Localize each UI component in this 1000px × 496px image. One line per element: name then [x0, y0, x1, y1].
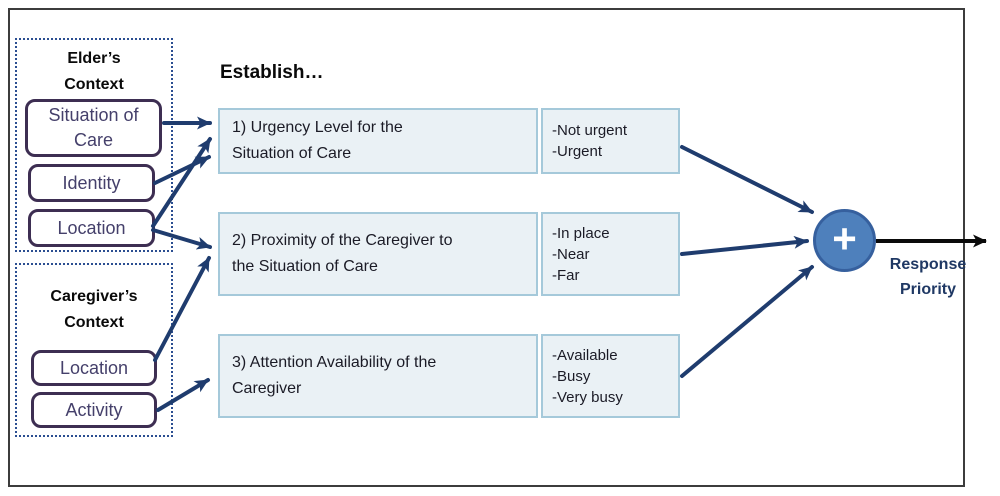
context-item-elder-location: Location	[28, 209, 155, 247]
option-urgent: -Urgent	[552, 143, 603, 160]
option-very-busy: -Very busy	[552, 388, 623, 406]
context-item-caregiver-location: Location	[31, 350, 157, 386]
context-item-identity: Identity	[28, 164, 155, 202]
option-near: -Near	[552, 245, 590, 263]
elder-panel-title: Elder’s Context	[15, 46, 173, 98]
factor-proximity-label-line2: the Situation of Care	[232, 258, 378, 275]
factor-attention-label-line2: Caregiver	[232, 380, 302, 397]
factor-proximity-options-box: -In place -Near -Far	[541, 212, 680, 296]
plus-symbol: +	[832, 214, 857, 262]
factor-urgency-label-line2: Situation of Care	[232, 145, 352, 162]
factor-attention-options-box: -Available -Busy -Very busy	[541, 334, 680, 418]
factor-urgency-options-box: -Not urgent -Urgent	[541, 108, 680, 174]
option-busy: -Busy	[552, 367, 591, 385]
context-item-activity: Activity	[31, 392, 157, 428]
establish-heading: Establish…	[220, 62, 324, 83]
option-in-place: -In place	[552, 224, 610, 242]
caregiver-panel-title: Caregiver’s Context	[15, 284, 173, 336]
factor-attention-box: 3) Attention Availability of the Caregiv…	[218, 334, 538, 418]
elder-title-line1: Elder’s	[67, 50, 121, 67]
factor-urgency-box: 1) Urgency Level for the Situation of Ca…	[218, 108, 538, 174]
elder-title-line2: Context	[64, 76, 124, 93]
factor-attention-label-line1: 3) Attention Availability of the	[232, 354, 437, 371]
factor-proximity-box: 2) Proximity of the Caregiver to the Sit…	[218, 212, 538, 296]
factor-urgency-label-line1: 1) Urgency Level for the	[232, 119, 403, 136]
caregiver-title-line1: Caregiver’s	[50, 288, 138, 305]
option-far: -Far	[552, 266, 580, 284]
option-not-urgent: -Not urgent	[552, 122, 628, 139]
option-available: -Available	[552, 346, 618, 364]
response-priority-label: Response Priority	[889, 256, 967, 298]
context-item-situation-of-care: Situation of Care	[25, 99, 162, 157]
caregiver-title-line2: Context	[64, 314, 124, 331]
sum-node: +	[813, 209, 876, 272]
factor-proximity-label-line1: 2) Proximity of the Caregiver to	[232, 232, 453, 249]
